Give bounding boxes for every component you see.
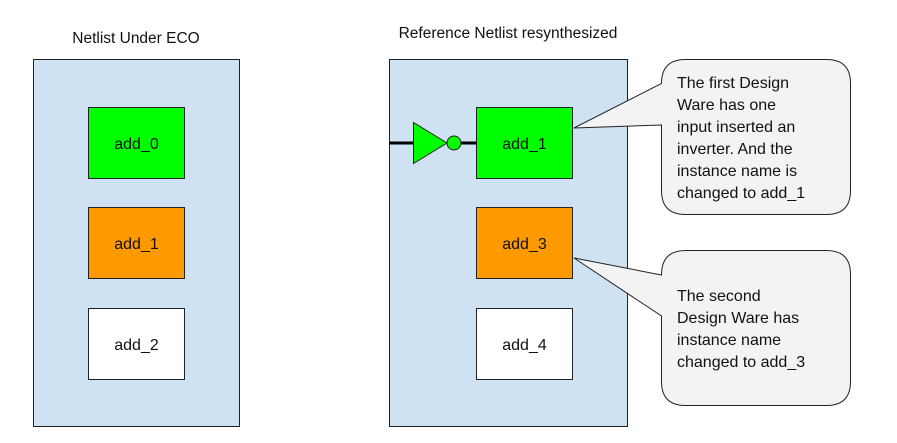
instance-label: add_1 <box>502 136 547 153</box>
callout-line: inverter. And the <box>677 141 793 158</box>
instance-box <box>476 308 573 380</box>
callout-line: Design Ware has <box>677 310 799 327</box>
callout-text: The first Design Ware has one input inse… <box>677 75 805 202</box>
callout-line: instance name is <box>677 163 797 180</box>
right-instance-add-1[interactable]: add_1 <box>476 107 573 179</box>
instance-label: add_2 <box>114 337 159 354</box>
callout-line: input inserted an <box>677 119 795 136</box>
instance-label: add_4 <box>502 337 547 354</box>
right-instance-add-3[interactable]: add_3 <box>476 207 573 279</box>
left-instance-add-1[interactable]: add_1 <box>88 207 185 279</box>
left-instance-add-0[interactable]: add_0 <box>88 107 185 179</box>
instance-box <box>476 207 573 279</box>
callout-first-designware: The first Design Ware has one input inse… <box>573 59 851 215</box>
inverter-bubble <box>446 135 462 151</box>
callout-line: instance name <box>677 332 781 349</box>
callout-text: The second Design Ware has instance name… <box>677 288 805 371</box>
callout-bubble <box>573 250 851 406</box>
callout-second-designware: The second Design Ware has instance name… <box>573 250 851 406</box>
callout-line: changed to add_1 <box>677 185 805 202</box>
left-instance-add-2[interactable]: add_2 <box>88 308 185 380</box>
inverter-symbol <box>389 121 476 165</box>
instance-box <box>88 207 185 279</box>
instance-label: add_1 <box>114 236 159 253</box>
instance-box <box>88 308 185 380</box>
instance-label: add_3 <box>502 236 547 253</box>
instance-box <box>476 107 573 179</box>
callout-line: The second <box>677 288 761 305</box>
instance-box <box>88 107 185 179</box>
right-instance-add-4[interactable]: add_4 <box>476 308 573 380</box>
instance-label: add_0 <box>114 136 159 153</box>
callout-bubble <box>573 59 851 215</box>
callout-line: The first Design <box>677 75 789 92</box>
callout-line: changed to add_3 <box>677 354 805 371</box>
left-panel-title: Netlist Under ECO <box>72 30 199 47</box>
right-panel-title: Reference Netlist resynthesized <box>399 25 618 42</box>
inverter-triangle <box>413 121 448 165</box>
callout-line: Ware has one <box>677 97 776 114</box>
